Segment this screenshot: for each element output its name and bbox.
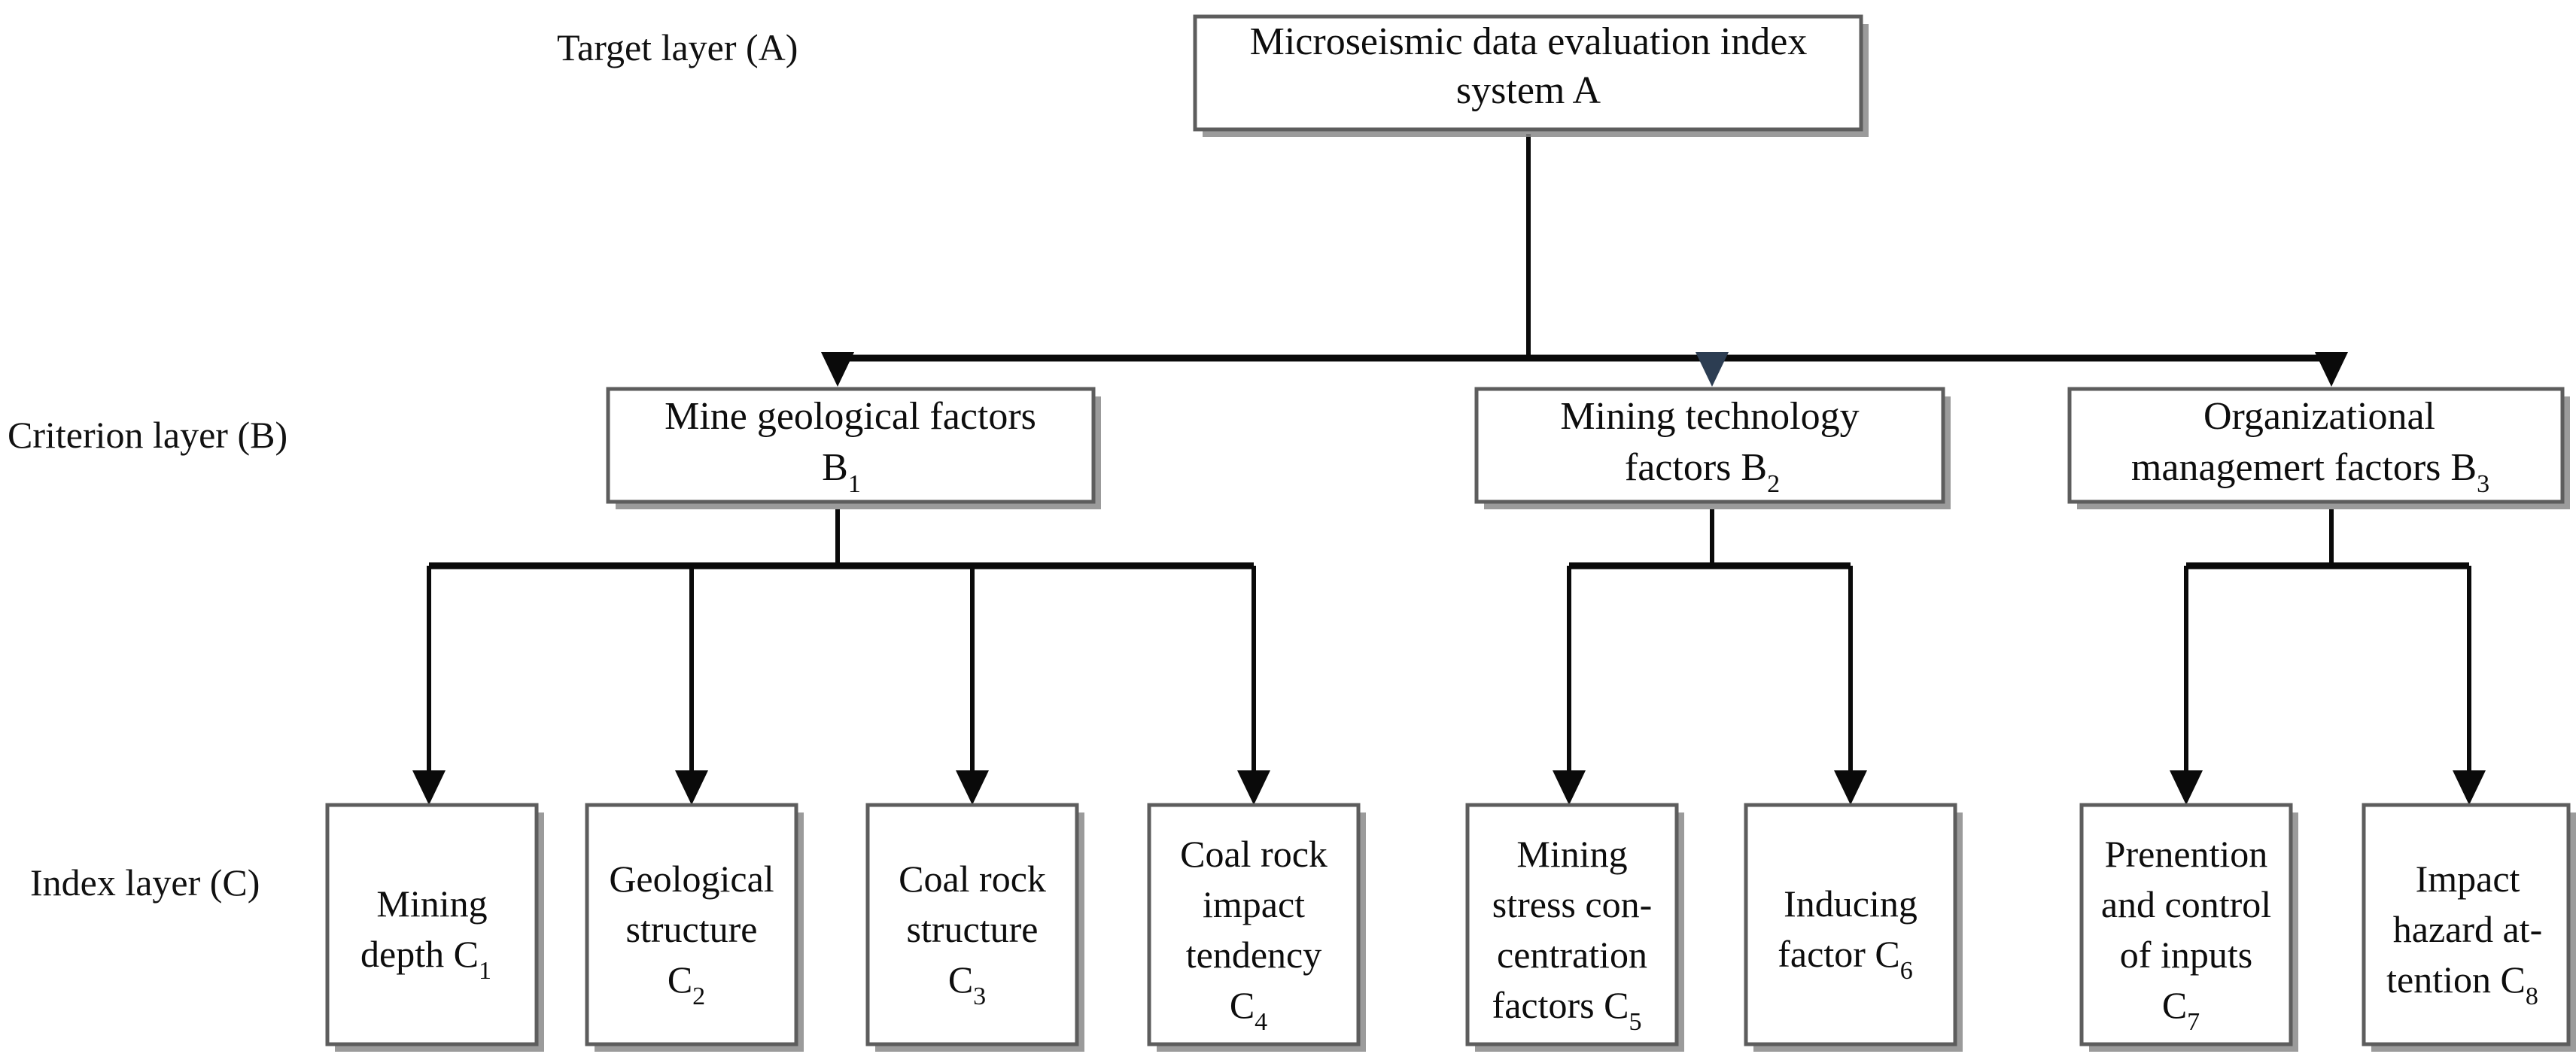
node-c2-line3: C2 [668,958,705,1010]
node-c8-line3: tention C8 [2386,958,2538,1010]
node-c8-subscript: 8 [2526,983,2538,1010]
arrow-head-b1-to-c3 [956,770,989,805]
node-b1-line1: Mine geological factors [665,395,1036,438]
node-c3-subscript: 3 [973,983,986,1010]
node-b3-letter: managemert factors B [2131,446,2477,489]
node-c7-subscript: 7 [2187,1008,2200,1036]
node-c8-line1: Impact [2416,858,2520,900]
node-c7[interactable]: Prenention and control of inputs C7 [2079,803,2298,1052]
layer-label-criterion: Criterion layer (B) [8,414,287,456]
node-c4-subscript: 4 [1255,1008,1267,1036]
node-c4-line2: impact [1203,883,1305,925]
node-c5-line3: centration [1497,934,1647,976]
node-c6-text: factor C [1778,933,1899,975]
node-c1-subscript: 1 [479,957,491,985]
node-b2-letter: factors B [1625,446,1767,489]
node-c4[interactable]: Coal rock impact tendency C4 [1147,803,1366,1052]
node-c7-line1: Prenention [2105,833,2268,875]
node-c8-line2: hazard at- [2393,908,2542,950]
node-c2-line1: Geological [609,858,774,900]
layer-label-index: Index layer (C) [30,861,260,904]
node-c5-line4: factors C5 [1492,984,1642,1036]
layer-label-target: Target layer (A) [557,26,798,68]
node-c5-line2: stress con- [1492,883,1652,925]
node-c6-subscript: 6 [1900,957,1913,985]
arrow-head-b3-to-c7 [2170,770,2203,805]
node-b3-line1: Organizational [2203,395,2435,438]
node-b3[interactable]: Organizational managemert factors B3 [2067,387,2570,509]
node-c5-line1: Mining [1516,833,1627,875]
node-b1[interactable]: Mine geological factors B1 [606,387,1101,509]
arrow-head-b1-to-c4 [1237,770,1270,805]
arrow-head-b1-to-c2 [675,770,708,805]
node-c8[interactable]: Impact hazard at- tention C8 [2362,803,2576,1052]
node-b2-line1: Mining technology [1560,395,1859,438]
connector-group-a-to-b [821,134,2348,387]
node-c6-line1: Inducing [1784,882,1918,925]
node-b1-subscript: 1 [848,470,861,498]
node-b3-subscript: 3 [2477,470,2489,498]
node-a-line1: Microseismic data evaluation index [1250,20,1808,63]
node-c7-line3: of inputs [2120,934,2252,976]
node-b2-line2: factors B2 [1625,446,1780,498]
arrow-head-a-to-b3 [2315,352,2348,387]
node-c6[interactable]: Inducing factor C6 [1744,803,1963,1052]
node-b1-letter: B [822,446,848,489]
node-c1-line2: depth C1 [360,933,491,985]
node-c1-text: depth C [360,933,479,975]
arrow-head-b1-to-c1 [412,770,446,805]
node-c3-line2: structure [907,908,1039,950]
node-c7-line4: C7 [2162,984,2200,1036]
node-c2-line2: structure [626,908,758,950]
node-b1-line2: B1 [822,446,861,498]
node-c3[interactable]: Coal rock structure C3 [865,803,1084,1052]
node-c7-text: C [2162,984,2187,1026]
node-b2[interactable]: Mining technology factors B2 [1474,387,1951,509]
node-c3-line1: Coal rock [899,858,1046,900]
node-c2-text: C [668,958,692,1001]
connector-group-b3-to-c [2170,509,2486,805]
node-c6-line2: factor C6 [1778,933,1912,985]
node-b2-subscript: 2 [1767,470,1780,498]
node-c4-line3: tendency [1186,934,1321,976]
node-a-line2: system A [1456,69,1601,112]
node-c5-text: factors C [1492,984,1629,1026]
arrow-head-a-to-b2 [1696,352,1729,387]
node-a[interactable]: Microseismic data evaluation index syste… [1193,14,1869,137]
node-c5[interactable]: Mining stress con- centration factors C5 [1465,803,1684,1052]
node-c5-subscript: 5 [1629,1008,1641,1036]
connector-group-b1-to-c [412,509,1270,805]
node-c7-line2: and control [2101,883,2271,925]
node-b3-line2: managemert factors B3 [2131,446,2489,498]
arrow-head-a-to-b1 [821,352,854,387]
node-c2[interactable]: Geological structure C2 [585,803,804,1052]
node-c8-text: tention C [2386,958,2526,1001]
node-c2-subscript: 2 [692,983,705,1010]
arrow-head-b2-to-c6 [1834,770,1867,805]
node-c4-line1: Coal rock [1180,833,1328,875]
connector-group-b2-to-c [1553,509,1867,805]
node-c4-text: C [1230,984,1255,1026]
node-c3-line3: C3 [948,958,986,1010]
node-c1-line1: Mining [376,882,487,925]
arrow-head-b3-to-c8 [2453,770,2486,805]
node-c4-line4: C4 [1230,984,1267,1036]
node-c1[interactable]: Mining depth C1 [325,803,544,1052]
node-c3-text: C [948,958,973,1001]
arrow-head-b2-to-c5 [1553,770,1586,805]
